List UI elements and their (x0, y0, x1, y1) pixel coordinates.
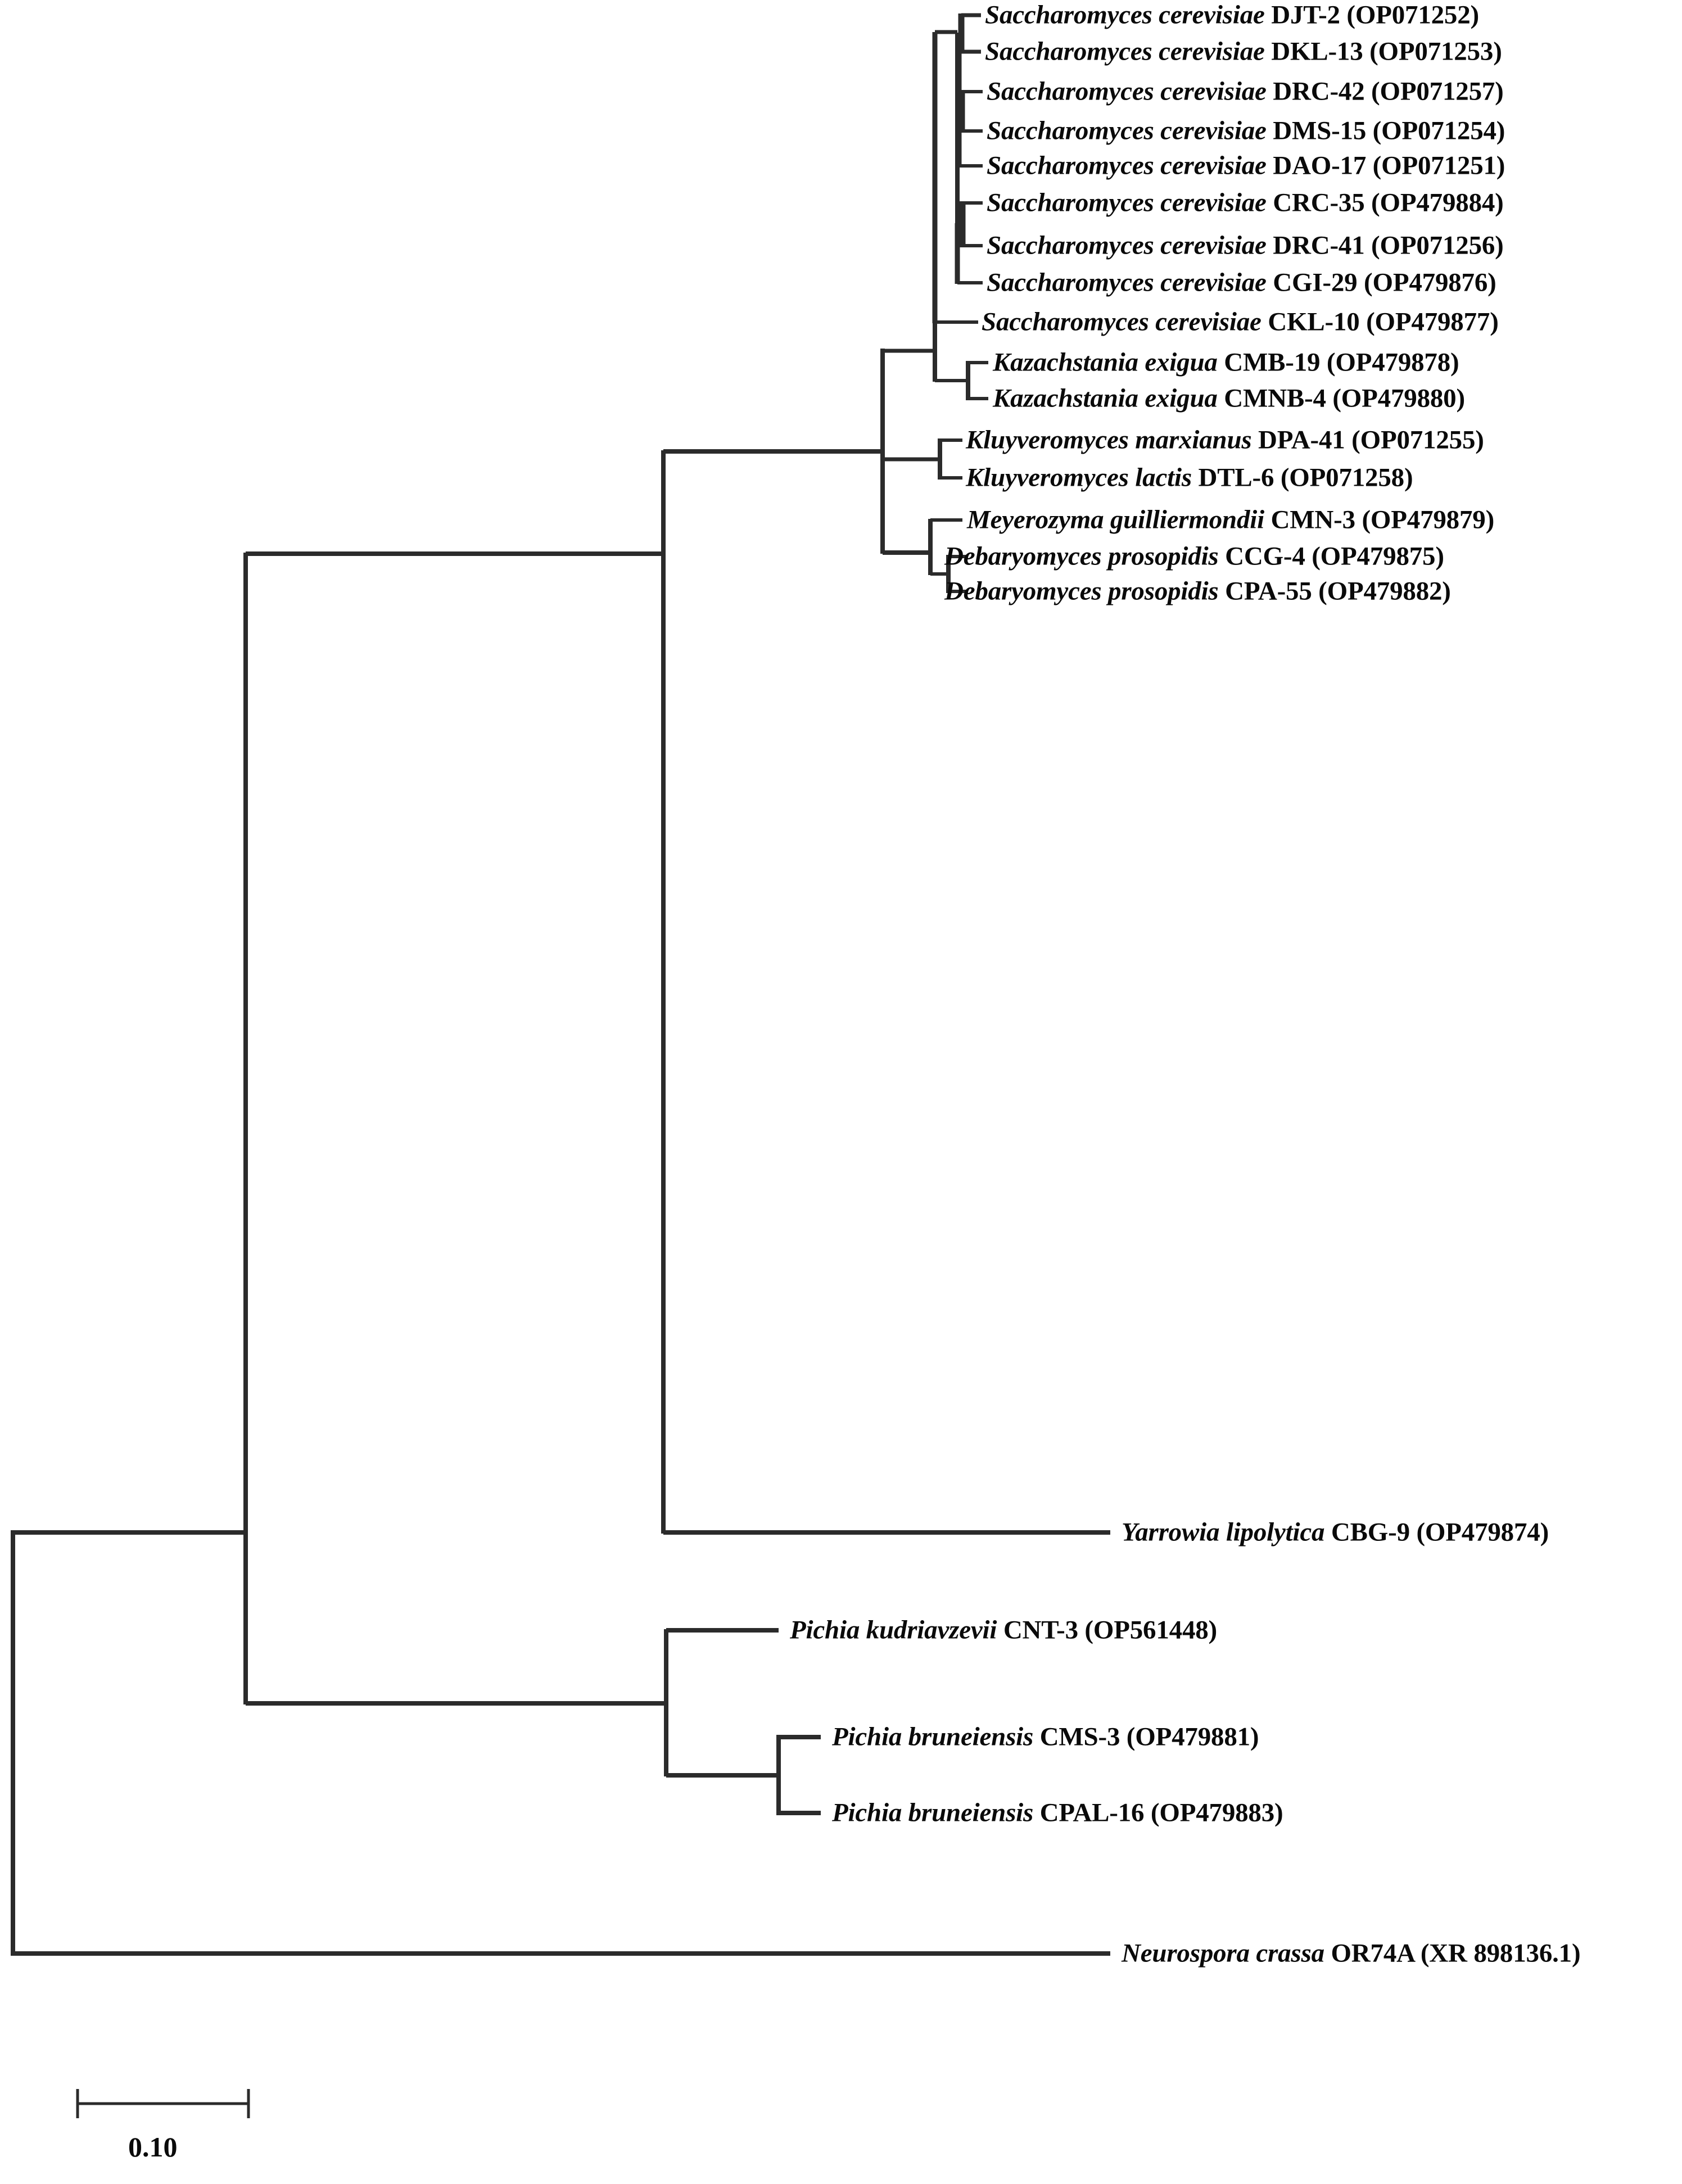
clade-kluyveromyces (883, 438, 962, 480)
taxon-strain-accession: DJT-2 (OP071252) (1271, 0, 1479, 30)
taxon-species-name: Saccharomyces cerevisiae (987, 230, 1273, 260)
taxon-label-cms3: Pichia bruneiensis CMS-3 (OP479881) (832, 1724, 1259, 1751)
taxon-species-name: Neurospora crassa (1122, 1938, 1331, 1968)
taxon-strain-accession: DPA-41 (OP071255) (1258, 425, 1484, 455)
taxon-label-dkl13: Saccharomyces cerevisiae DKL-13 (OP07125… (985, 37, 1502, 66)
scale-bar (76, 2089, 250, 2118)
taxon-label-or74a: Neurospora crassa OR74A (XR 898136.1) (1122, 1938, 1581, 1968)
taxon-label-cgi29: Saccharomyces cerevisiae CGI-29 (OP47987… (987, 268, 1496, 297)
scale-bar-label: 0.10 (128, 2131, 178, 2163)
clade-crc35-drc41 (957, 201, 983, 247)
clade-sacch-ckl10 (932, 30, 978, 324)
taxon-strain-accession: OR74A (XR 898136.1) (1331, 1938, 1581, 1968)
taxon-strain-accession: CGI-29 (OP479876) (1273, 268, 1496, 297)
taxon-species-name: Kazachstania exigua (993, 383, 1224, 413)
taxon-strain-accession: DAO-17 (OP071251) (1273, 151, 1505, 180)
taxon-label-cpal16: Pichia bruneiensis CPAL-16 (OP479883) (832, 1798, 1283, 1828)
taxon-label-dpa41: Kluyveromyces marxianus DPA-41 (OP071255… (966, 427, 1484, 454)
taxon-species-name: Saccharomyces cerevisiae (987, 116, 1273, 146)
taxon-label-dao17: Saccharomyces cerevisiae DAO-17 (OP07125… (987, 151, 1505, 180)
taxon-strain-accession: CCG-4 (OP479875) (1225, 541, 1444, 571)
taxon-species-name: Pichia bruneiensis (832, 1798, 1040, 1828)
taxon-label-dms15: Saccharomyces cerevisiae DMS-15 (OP07125… (987, 116, 1505, 146)
taxon-strain-accession: CMB-19 (OP479878) (1224, 347, 1459, 377)
clade-pichia-bruneiensis (666, 1735, 821, 1815)
taxon-strain-accession: CNT-3 (OP561448) (1003, 1615, 1218, 1645)
taxon-species-name: Saccharomyces cerevisiae (985, 0, 1272, 30)
taxon-label-cmnb4: Kazachstania exigua CMNB-4 (OP479880) (993, 383, 1465, 413)
taxon-label-drc41: Saccharomyces cerevisiae DRC-41 (OP07125… (987, 230, 1504, 260)
taxon-label-drc42: Saccharomyces cerevisiae DRC-42 (OP07125… (987, 76, 1504, 106)
taxon-species-name: Debaryomyces prosopidis (944, 541, 1226, 571)
taxon-strain-accession: DTL-6 (OP071258) (1198, 463, 1413, 492)
taxon-strain-accession: DKL-13 (OP071253) (1271, 37, 1502, 66)
clade-kazachstania (935, 361, 988, 400)
taxon-strain-accession: CRC-35 (OP479884) (1273, 188, 1504, 218)
taxon-species-name: Saccharomyces cerevisiae (987, 76, 1273, 106)
taxon-strain-accession: CMS-3 (OP479881) (1039, 1722, 1259, 1752)
taxon-label-dtl6: Kluyveromyces lactis DTL-6 (OP071258) (966, 463, 1413, 492)
taxon-species-name: Kazachstania exigua (993, 347, 1224, 377)
taxon-label-djt2: Saccharomyces cerevisiae DJT-2 (OP071252… (985, 2, 1479, 29)
taxon-label-cmn3: Meyerozyma guilliermondii CMN-3 (OP47987… (967, 507, 1494, 533)
taxon-species-name: Pichia kudriavzevii (790, 1615, 1003, 1645)
taxon-label-cnt3: Pichia kudriavzevii CNT-3 (OP561448) (790, 1617, 1217, 1644)
taxon-species-name: Saccharomyces cerevisiae (987, 268, 1273, 297)
taxon-strain-accession: DRC-42 (OP071257) (1273, 76, 1504, 106)
taxon-strain-accession: CPAL-16 (OP479883) (1039, 1798, 1283, 1828)
taxon-species-name: Meyerozyma guilliermondii (967, 505, 1271, 535)
taxon-species-name: Yarrowia lipolytica (1122, 1517, 1331, 1547)
taxon-species-name: Pichia bruneiensis (832, 1722, 1040, 1752)
taxon-species-name: Saccharomyces cerevisiae (987, 188, 1273, 218)
taxon-label-cmb19: Kazachstania exigua CMB-19 (OP479878) (993, 347, 1459, 377)
taxon-label-ccg4: Debaryomyces prosopidis CCG-4 (OP479875) (944, 541, 1444, 571)
taxon-label-crc35: Saccharomyces cerevisiae CRC-35 (OP47988… (987, 188, 1504, 218)
taxon-species-name: Saccharomyces cerevisiae (987, 151, 1273, 180)
taxon-strain-accession: CKL-10 (OP479877) (1268, 307, 1499, 337)
taxon-label-cbg9: Yarrowia lipolytica CBG-9 (OP479874) (1122, 1517, 1549, 1547)
taxon-label-ckl10: Saccharomyces cerevisiae CKL-10 (OP47987… (982, 309, 1499, 336)
taxon-strain-accession: CBG-9 (OP479874) (1331, 1517, 1549, 1547)
taxon-species-name: Kluyveromyces lactis (966, 463, 1199, 492)
clade-drc42-dms15 (959, 90, 983, 133)
clade-debaryomyces (930, 555, 968, 593)
taxon-species-name: Saccharomyces cerevisiae (985, 37, 1272, 66)
taxon-strain-accession: CMNB-4 (OP479880) (1224, 383, 1465, 413)
taxon-strain-accession: DMS-15 (OP071254) (1273, 116, 1505, 146)
taxon-strain-accession: CPA-55 (OP479882) (1225, 576, 1451, 606)
clade-djt2-dkl13 (958, 13, 981, 54)
taxon-strain-accession: DRC-41 (OP071256) (1273, 230, 1504, 260)
taxon-species-name: Debaryomyces prosopidis (944, 576, 1226, 606)
taxon-species-name: Saccharomyces cerevisiae (982, 307, 1268, 337)
taxon-species-name: Kluyveromyces marxianus (966, 425, 1259, 455)
taxon-strain-accession: CMN-3 (OP479879) (1270, 505, 1495, 535)
taxon-label-cpa55: Debaryomyces prosopidis CPA-55 (OP479882… (944, 578, 1451, 605)
